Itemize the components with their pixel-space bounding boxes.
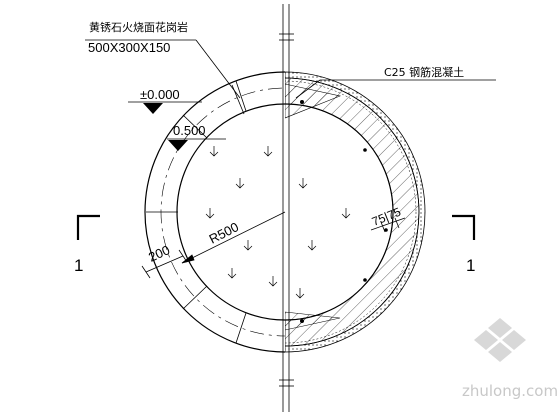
concrete-leader	[295, 79, 496, 99]
wall-thickness-dimension	[370, 217, 406, 233]
paving-material-label: 黄锈石火烧面花岗岩	[89, 20, 188, 34]
soil-fill-symbols	[205, 146, 351, 299]
paving-size-label: 500X300X150	[88, 40, 170, 55]
ring-width-label: 200	[146, 242, 172, 265]
section-marker-left	[76, 214, 100, 240]
section-marker-right	[452, 214, 476, 240]
section-label-left: 1	[74, 256, 83, 275]
watermark-logo	[474, 318, 526, 362]
radius-dimension	[181, 211, 286, 264]
level-top-label: ±0.000	[140, 87, 180, 102]
ring-width-dimension	[141, 249, 188, 279]
paving-ring-plan	[144, 71, 285, 353]
concrete-wall-section	[285, 71, 426, 353]
level-step-label: 0.500	[173, 123, 206, 138]
elevation-marker-top	[128, 101, 202, 114]
elevation-marker-step	[167, 138, 226, 151]
section-label-right: 1	[466, 256, 475, 275]
concrete-label: C25 钢筋混凝土	[384, 65, 464, 79]
paving-leader	[85, 39, 241, 99]
watermark-text: zhulong.com	[462, 382, 558, 400]
